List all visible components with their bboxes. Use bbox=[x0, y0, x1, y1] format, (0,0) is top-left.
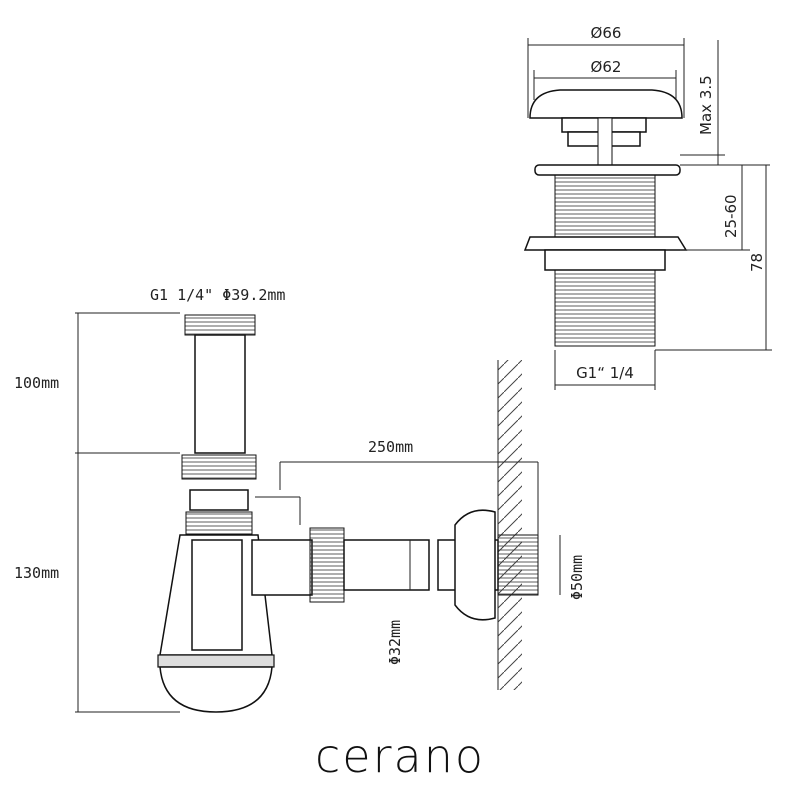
valve-max-height: Max 3.5 bbox=[697, 75, 715, 135]
siphon-inlet-spec: G1 1/4" Φ39.2mm bbox=[150, 286, 285, 304]
valve-inner-diameter: Ø62 bbox=[591, 58, 622, 76]
siphon-length: 250mm bbox=[368, 438, 413, 456]
siphon-drawing: G1 1/4" Φ39.2mm 100mm 130mm 250mm Φ50mm … bbox=[14, 286, 586, 713]
valve-total-height: 78 bbox=[748, 253, 766, 272]
valve-clamp-range: 25-60 bbox=[722, 194, 740, 238]
siphon-tail-height: 100mm bbox=[14, 374, 59, 392]
valve-outer-diameter: Ø66 bbox=[591, 24, 622, 42]
brand-logo: cerano bbox=[315, 729, 485, 783]
valve-thread: G1“ 1/4 bbox=[576, 364, 634, 382]
siphon-wall-diameter: Φ50mm bbox=[568, 555, 586, 600]
siphon-pipe-diameter: Φ32mm bbox=[386, 620, 404, 665]
waste-valve-drawing: Ø66 Ø62 Max 3.5 25-60 78 G1“ 1/4 bbox=[523, 24, 772, 390]
siphon-body-height: 130mm bbox=[14, 564, 59, 582]
